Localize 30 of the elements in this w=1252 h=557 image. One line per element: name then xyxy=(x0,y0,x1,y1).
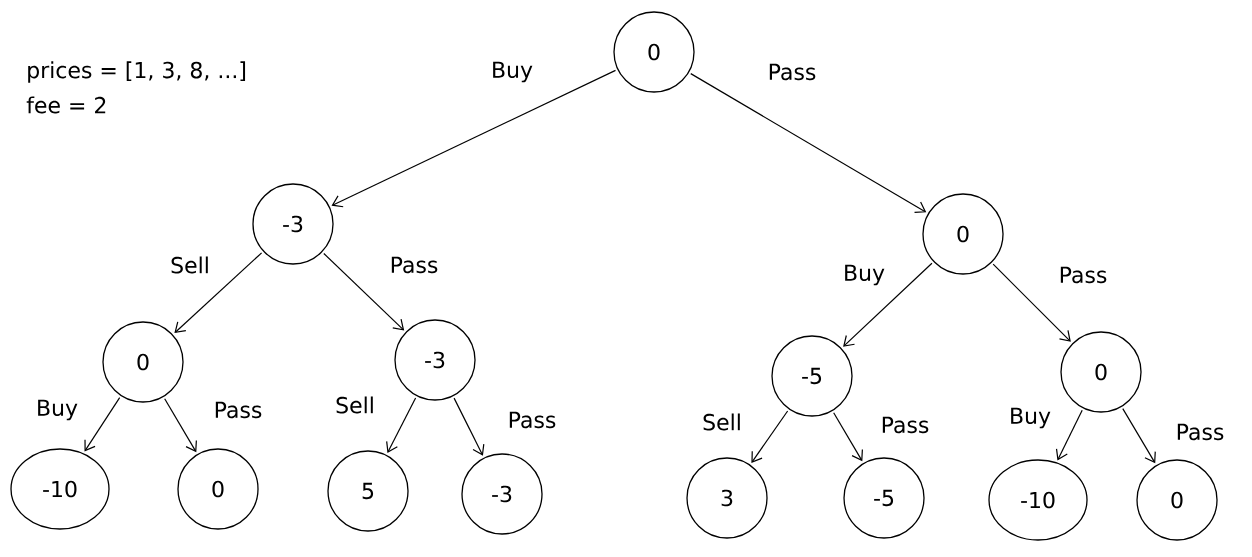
arrow xyxy=(386,397,417,454)
edge-label: Pass xyxy=(509,411,556,429)
edge-label: Sell xyxy=(703,413,740,431)
arrow xyxy=(164,398,197,453)
edge-label: Buy xyxy=(38,399,78,421)
note-text: prices = [1, 3, 8, ...] xyxy=(28,61,246,83)
edge-label: Pass xyxy=(1177,423,1224,441)
edge-label: Pass xyxy=(769,63,816,81)
edge-label: Pass xyxy=(391,256,438,274)
arrow xyxy=(1055,409,1083,461)
arrow xyxy=(453,397,485,456)
edge-label: Pass xyxy=(1060,266,1107,284)
arrow xyxy=(174,252,263,334)
edge-label: Sell xyxy=(171,256,208,274)
arrow xyxy=(331,69,617,208)
arrow xyxy=(1122,408,1156,464)
edge-label: Buy xyxy=(1011,407,1051,429)
edge-label: Pass xyxy=(882,416,929,434)
arrow xyxy=(690,73,927,213)
note-text: fee = 2 xyxy=(26,96,106,114)
arrow xyxy=(992,263,1071,342)
edge-label: Sell xyxy=(336,396,373,414)
arrow xyxy=(843,262,933,347)
arrow xyxy=(323,252,405,331)
edge-label: Buy xyxy=(845,264,885,286)
arrow xyxy=(751,410,789,463)
edge-label: Buy xyxy=(493,61,533,83)
arrow xyxy=(84,397,121,452)
arrow xyxy=(833,412,863,462)
edge-label: Pass xyxy=(215,401,262,419)
